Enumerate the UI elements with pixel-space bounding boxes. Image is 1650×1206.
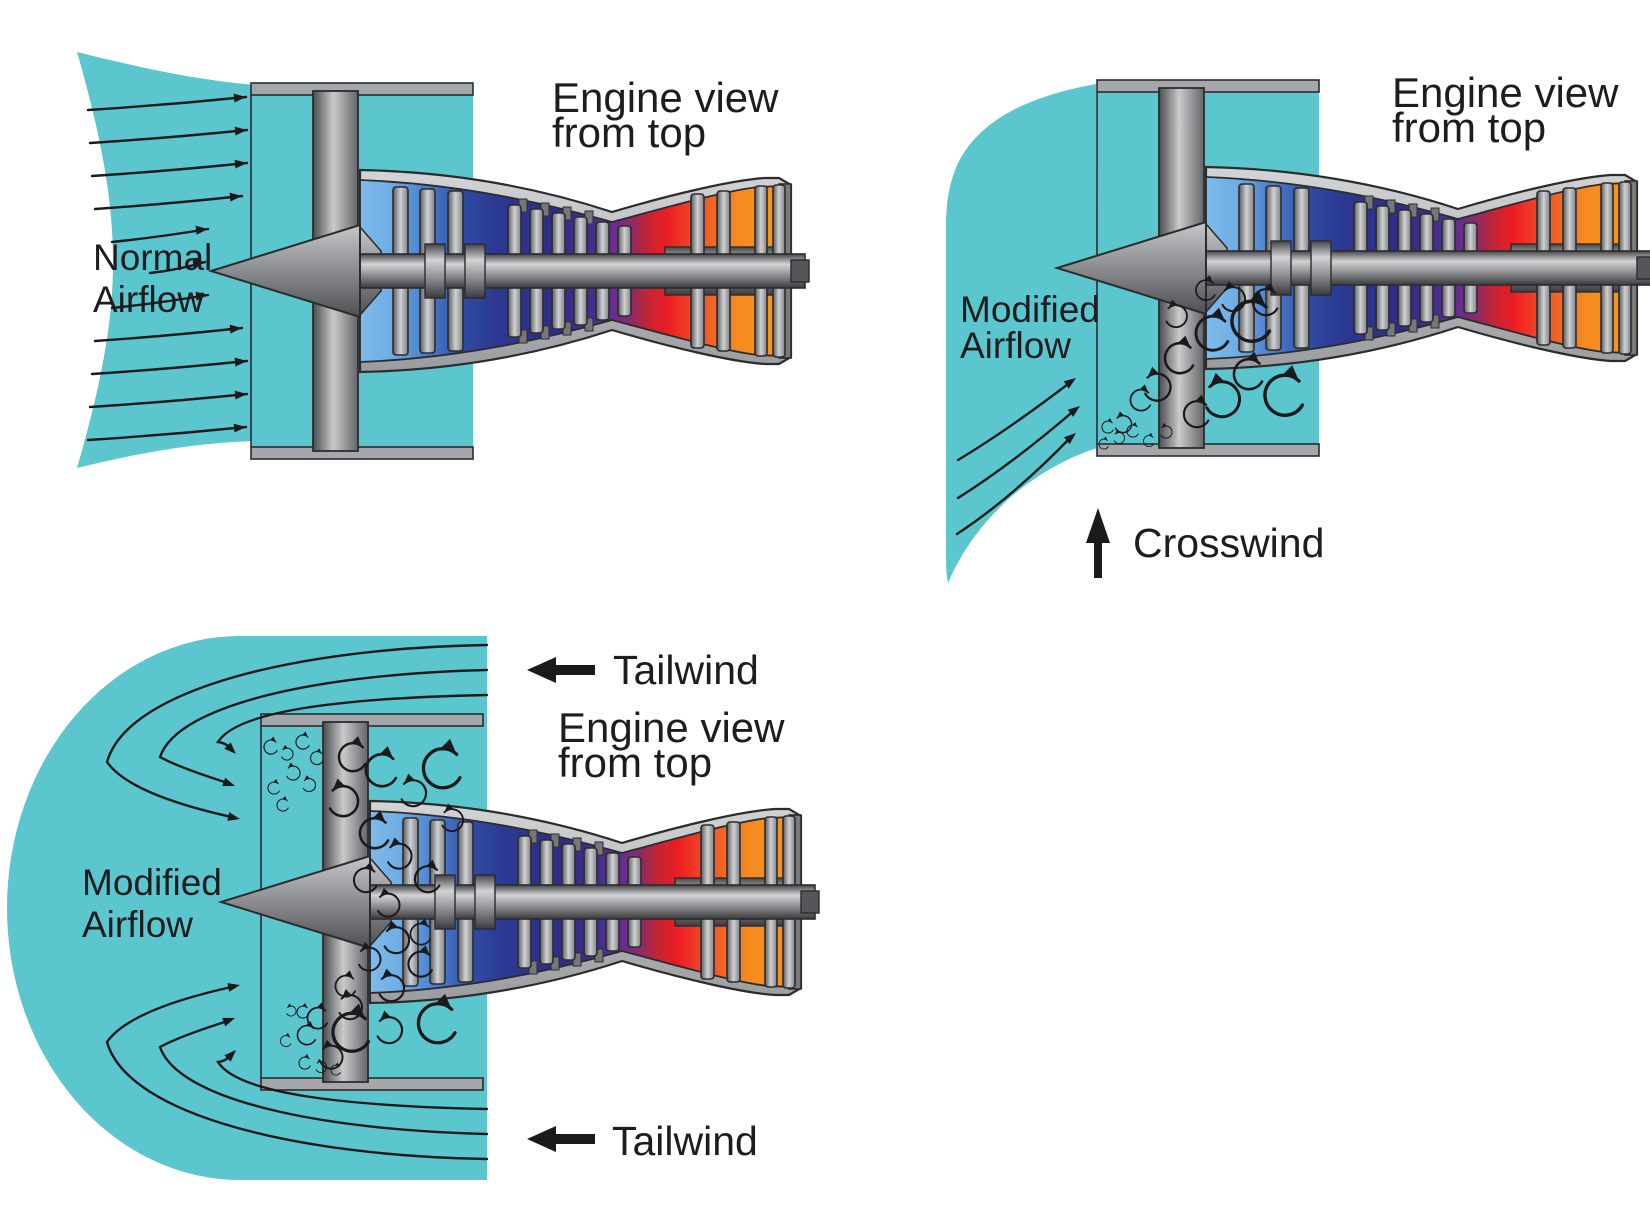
engine-view-label-1-line1: Engine view — [552, 74, 779, 121]
engine-view-label-3-line1: Engine view — [558, 704, 785, 751]
crosswind-label: Crosswind — [1133, 520, 1324, 566]
normal-airflow-label-line1: Normal — [93, 237, 212, 278]
crosswind-airflow-sail — [946, 84, 1097, 583]
straight-airflow-arrows — [86, 92, 249, 442]
modified-airflow-label-cw-line1: Modified — [960, 289, 1100, 330]
crosswind-curved-arrows — [955, 374, 1083, 536]
intake-top-plate — [260, 713, 484, 727]
tailwind-arrow-bottom — [527, 1126, 595, 1152]
panel-tailwind: Modified Airflow Engine view from top Ta… — [7, 636, 821, 1180]
modified-airflow-label-cw-line2: Airflow — [960, 325, 1071, 366]
modified-airflow-label-tw-line2: Airflow — [82, 904, 193, 945]
panel-crosswind: Modified Airflow Engine view from top Cr… — [946, 69, 1650, 583]
engine-view-label-1-line2: from top — [552, 109, 706, 156]
intake-top-plate — [250, 82, 474, 96]
normal-airflow-label-line2: Airflow — [93, 279, 204, 320]
tailwind-label-top: Tailwind — [613, 647, 759, 693]
crosswind-arrow — [1086, 508, 1110, 578]
engine-view-label-3-line2: from top — [558, 739, 712, 786]
tailwind-label-bottom: Tailwind — [612, 1118, 758, 1164]
engine-view-label-2-line1: Engine view — [1392, 69, 1619, 116]
intake-bottom-plate — [260, 1077, 484, 1091]
intake-bottom-plate — [1096, 443, 1320, 457]
tailwind-arrow-top — [527, 657, 595, 683]
tailwind-recirculation-arrows — [105, 643, 489, 1161]
panel-normal-airflow: Normal Airflow Engine view from top — [77, 52, 811, 468]
intake-top-plate — [1096, 79, 1320, 93]
engine-view-label-2-line2: from top — [1392, 104, 1546, 151]
intake-bottom-plate — [250, 446, 474, 460]
modified-airflow-label-tw-line1: Modified — [82, 862, 222, 903]
